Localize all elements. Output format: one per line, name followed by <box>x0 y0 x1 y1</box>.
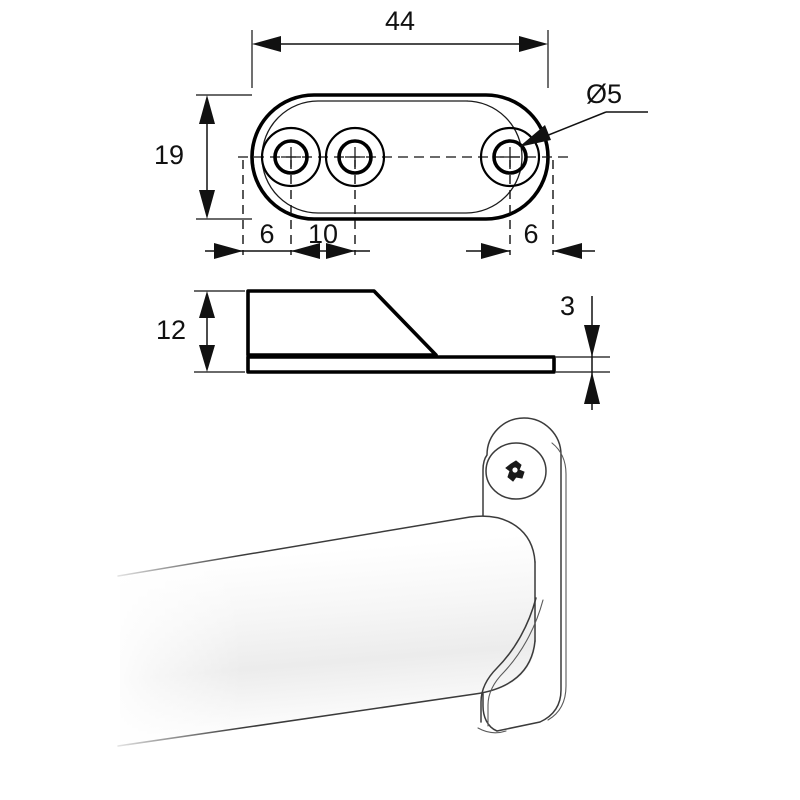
iso-hook-curve-inner <box>487 599 544 727</box>
dim-6-right-arrow-right <box>553 243 582 259</box>
dim-44-arrow-left <box>252 36 281 52</box>
dim-10-arrow-right <box>326 243 355 259</box>
dim-12-arrow-bottom <box>199 345 215 372</box>
iso-hook-lip <box>477 727 507 734</box>
plan-view: 44 19 <box>154 6 648 259</box>
dim-12-label: 12 <box>156 315 186 345</box>
dim-6-right-label: 6 <box>523 219 538 249</box>
dim-3-arrow-top <box>584 325 600 357</box>
dim-6-left-arrow <box>214 243 243 259</box>
side-view: 12 3 <box>156 289 610 410</box>
dim-3-arrow-bottom <box>584 372 600 404</box>
pozidriv-screw-icon <box>505 460 525 482</box>
iso-hook-curve-outer <box>480 597 537 723</box>
dim-19-arrow-top <box>199 95 215 124</box>
iso-wall-plate <box>482 417 562 732</box>
dim-6-left: 6 <box>205 219 291 259</box>
dim-6-left-label: 6 <box>259 219 274 249</box>
dim-3-label: 3 <box>560 291 575 321</box>
iso-tube-bottom-edge <box>117 640 536 747</box>
dim-6-right-arrow-left <box>481 243 510 259</box>
dim-12-arrow-top <box>199 291 215 318</box>
dim-6-right: 6 <box>466 219 595 259</box>
dim-44-label: 44 <box>385 6 415 36</box>
dim-diameter-label: Ø5 <box>586 79 622 109</box>
dim-10-arrow-left <box>291 243 320 259</box>
side-body-profile <box>246 289 438 357</box>
iso-screw-recess <box>485 442 547 500</box>
dim-19-label: 19 <box>154 140 184 170</box>
diameter-callout: Ø5 <box>519 79 648 147</box>
dim-19-arrow-bottom <box>199 190 215 219</box>
side-base-plate <box>246 355 556 374</box>
iso-view <box>100 417 567 765</box>
iso-tube-fade-mask <box>100 505 360 765</box>
dim-10-middle: 10 <box>291 219 370 259</box>
dim-44-arrow-right <box>519 36 548 52</box>
plan-plate-inner-edge <box>261 100 523 214</box>
iso-tube-top-edge <box>117 515 536 577</box>
iso-plate-thickness-edge <box>547 442 567 721</box>
plan-plate-outline <box>250 93 550 221</box>
callout-arrowhead <box>519 125 551 147</box>
dim-10-label: 10 <box>308 219 338 249</box>
